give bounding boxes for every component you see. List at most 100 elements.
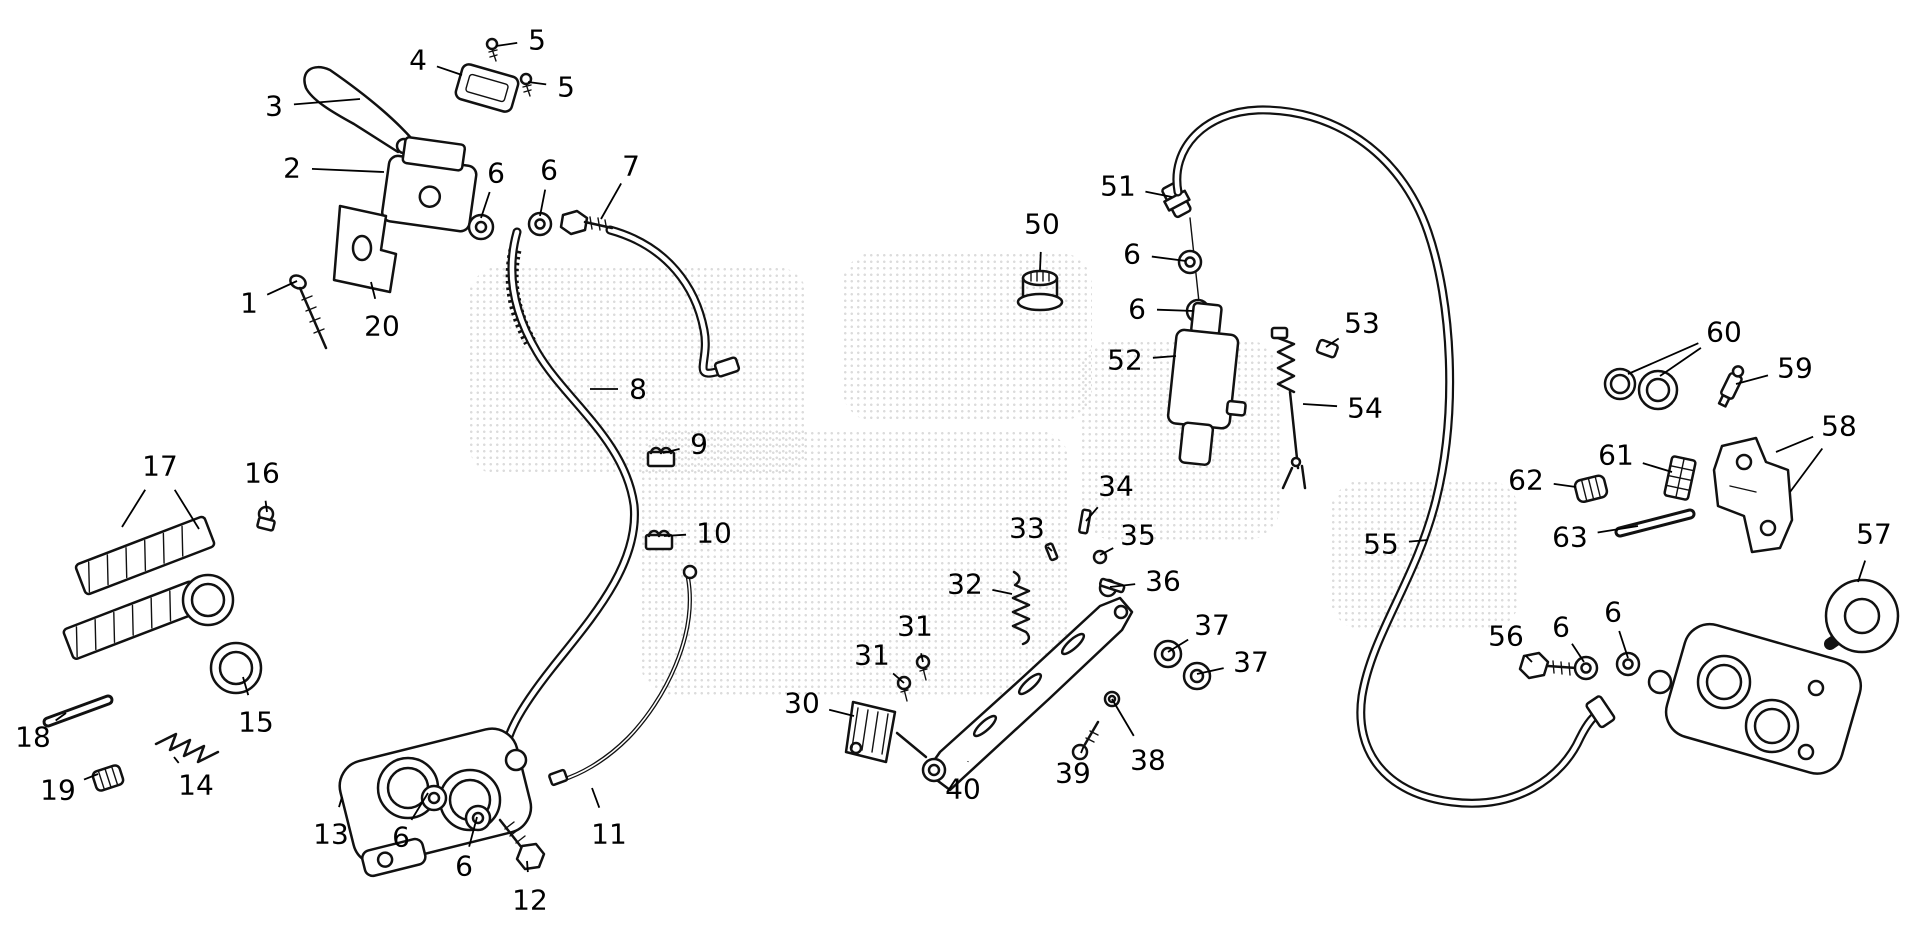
callout-label-2: 2	[283, 152, 301, 185]
callout-leader-58	[1775, 435, 1814, 453]
callout-leader-6	[1156, 308, 1195, 312]
clevis-joint	[1098, 577, 1126, 598]
callout-label-16: 16	[244, 457, 280, 490]
callout-leader-1	[266, 280, 298, 296]
callout-leader-37	[1196, 667, 1224, 675]
callout-label-54: 54	[1347, 392, 1383, 425]
callout-label-6: 6	[487, 157, 505, 190]
callout-label-32: 32	[947, 568, 983, 601]
cap-screw	[485, 37, 499, 62]
callout-label-18: 18	[15, 721, 51, 754]
banjo-washer	[1573, 655, 1599, 681]
callout-label-50: 50	[1024, 208, 1060, 241]
callout-label-31: 31	[897, 610, 933, 643]
callout-leader-6	[468, 816, 478, 847]
callout-label-6: 6	[540, 154, 558, 187]
callout-leader-11	[591, 787, 601, 809]
callout-label-33: 33	[1009, 512, 1045, 545]
callout-label-6: 6	[392, 821, 410, 854]
banjo-washer	[420, 784, 448, 812]
callout-leader-10	[663, 533, 687, 537]
callout-leader-17	[173, 489, 200, 530]
callout-leader-17	[121, 489, 146, 528]
callout-label-12: 12	[512, 884, 548, 917]
adjuster-bolt	[289, 274, 328, 350]
callout-label-51: 51	[1100, 170, 1136, 203]
callout-leader-6	[1571, 643, 1585, 663]
callout-leader-32	[992, 588, 1013, 595]
caliper-bolt	[498, 818, 546, 871]
callout-leader-50	[1039, 251, 1042, 271]
callout-leader-34	[1085, 506, 1099, 522]
reservoir-cap	[454, 63, 520, 113]
callout-leader-14	[173, 756, 180, 764]
callout-leader-6	[410, 792, 429, 821]
callout-leader-12	[526, 860, 529, 873]
callout-label-61: 61	[1598, 439, 1634, 472]
callout-label-35: 35	[1120, 519, 1156, 552]
callout-leader-35	[1099, 547, 1114, 556]
hose-end-fitting	[713, 356, 741, 378]
callout-label-40: 40	[945, 773, 981, 806]
callout-leader-60	[1627, 342, 1699, 375]
push-rod	[1270, 326, 1307, 490]
callout-label-11: 11	[591, 818, 627, 851]
banjo-washer	[464, 804, 492, 832]
callout-label-60: 60	[1706, 316, 1742, 349]
cotter-pin	[1044, 542, 1059, 562]
hose-fitting	[1161, 181, 1192, 219]
front-master-cylinder	[289, 37, 533, 350]
callout-label-15: 15	[238, 706, 274, 739]
callout-label-9: 9	[690, 428, 708, 461]
callout-label-6: 6	[1604, 596, 1622, 629]
front-caliper	[338, 727, 546, 878]
callout-leader-31	[892, 672, 905, 684]
return-spring	[1011, 570, 1031, 646]
callout-label-58: 58	[1821, 410, 1857, 443]
callout-leader-4	[436, 65, 463, 76]
callout-label-53: 53	[1344, 307, 1380, 340]
pad-shim	[1663, 455, 1697, 501]
callout-label-37: 37	[1233, 646, 1269, 679]
callout-label-56: 56	[1488, 620, 1524, 653]
callout-leader-38	[1111, 698, 1135, 737]
callout-leader-62	[1553, 482, 1577, 488]
front-brake-pads	[42, 505, 276, 792]
pivot-bolt	[1071, 720, 1100, 761]
callout-leader-39	[1080, 746, 1085, 754]
banjo-washer	[1177, 249, 1203, 275]
banjo-washer	[1615, 651, 1641, 677]
pedal-pad	[844, 700, 897, 764]
callout-leader-55	[1408, 539, 1429, 543]
callout-leader-5	[495, 42, 518, 47]
brake-pipe	[548, 564, 698, 787]
callout-leader-56	[1525, 655, 1533, 663]
callout-label-5: 5	[557, 71, 575, 104]
rear-brake-hose	[1172, 105, 1616, 808]
callout-label-17: 17	[142, 450, 178, 483]
callout-leader-13	[338, 796, 343, 808]
callout-label-7: 7	[622, 150, 640, 183]
dust-cap	[1315, 338, 1339, 359]
callout-leader-6	[1618, 630, 1629, 659]
callout-leader-6	[539, 189, 547, 217]
callout-leader-6	[1151, 255, 1187, 262]
callout-leader-19	[83, 773, 99, 781]
hose-clamp	[644, 529, 674, 551]
callout-label-57: 57	[1856, 518, 1892, 551]
callout-leader-58	[1789, 447, 1824, 493]
callout-leader-59	[1735, 374, 1769, 385]
callout-leader-37	[1167, 638, 1189, 653]
callout-leader-57	[1857, 560, 1866, 583]
callout-label-5: 5	[528, 24, 546, 57]
pivot-washer	[1153, 639, 1183, 669]
callout-label-59: 59	[1777, 352, 1813, 385]
callout-label-37: 37	[1194, 609, 1230, 642]
callout-leader-61	[1642, 462, 1673, 473]
callout-leader-54	[1302, 403, 1338, 408]
bushing	[1637, 369, 1679, 411]
callout-label-14: 14	[178, 769, 214, 802]
rubber-boot	[91, 764, 125, 792]
callout-leader-5	[527, 81, 547, 86]
